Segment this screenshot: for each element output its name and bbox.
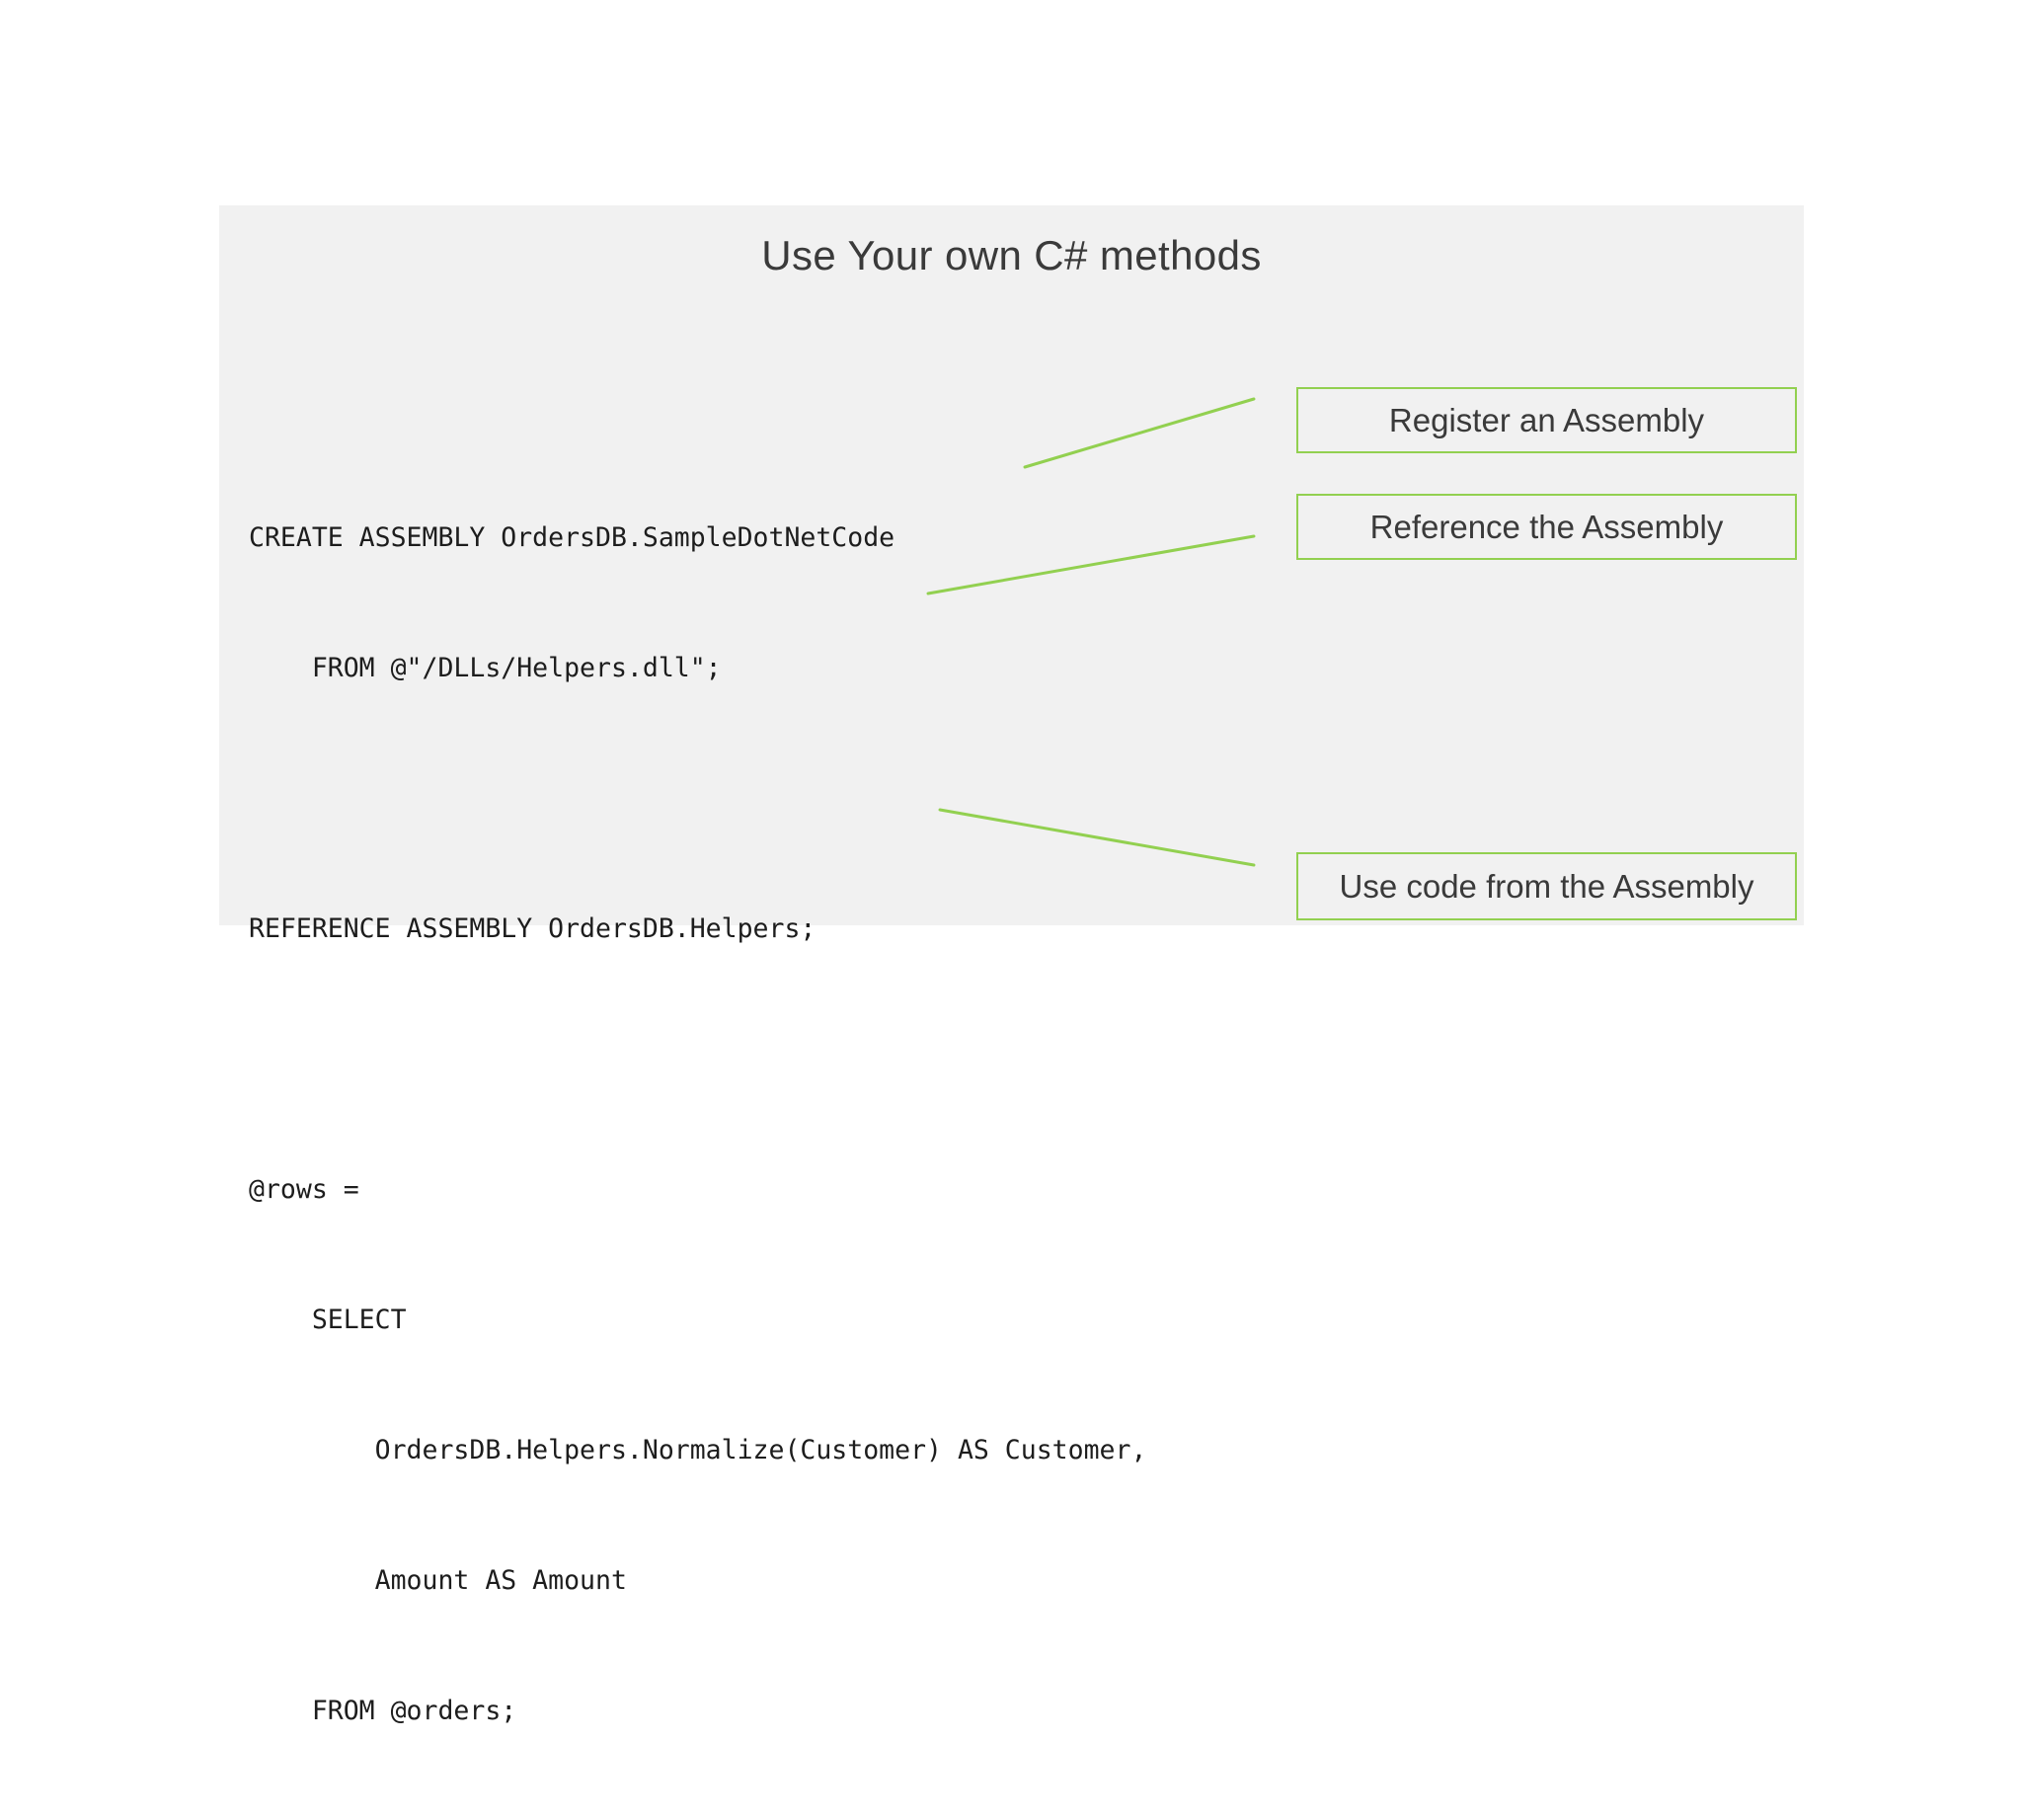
callout-reference-the-assembly: Reference the Assembly [1296, 494, 1797, 560]
code-line [249, 777, 1146, 821]
code-line: CREATE ASSEMBLY OrdersDB.SampleDotNetCod… [249, 522, 895, 553]
page-title: Use Your own C# methods [761, 232, 1262, 278]
callout-use-code-from-the-assembly: Use code from the Assembly [1296, 852, 1797, 920]
callout-label: Use code from the Assembly [1339, 867, 1754, 905]
code-line: FROM @orders; [249, 1696, 517, 1726]
code-block: CREATE ASSEMBLY OrdersDB.SampleDotNetCod… [249, 430, 1146, 1820]
callout-label: Reference the Assembly [1369, 508, 1724, 545]
code-line: Amount AS Amount [249, 1565, 627, 1596]
code-line: REFERENCE ASSEMBLY OrdersDB.Helpers; [249, 913, 817, 944]
code-line: SELECT [249, 1305, 407, 1335]
code-line: FROM @"/DLLs/Helpers.dll"; [249, 653, 722, 683]
callout-register-an-assembly: Register an Assembly [1296, 387, 1797, 453]
code-line: @rows = [249, 1174, 359, 1205]
callout-label: Register an Assembly [1388, 401, 1705, 438]
code-line: OrdersDB.Helpers.Normalize(Customer) AS … [249, 1435, 1147, 1465]
slide-panel: Use Your own C# methods CREATE ASSEMBLY … [219, 205, 1804, 1726]
code-line [249, 1038, 1146, 1081]
